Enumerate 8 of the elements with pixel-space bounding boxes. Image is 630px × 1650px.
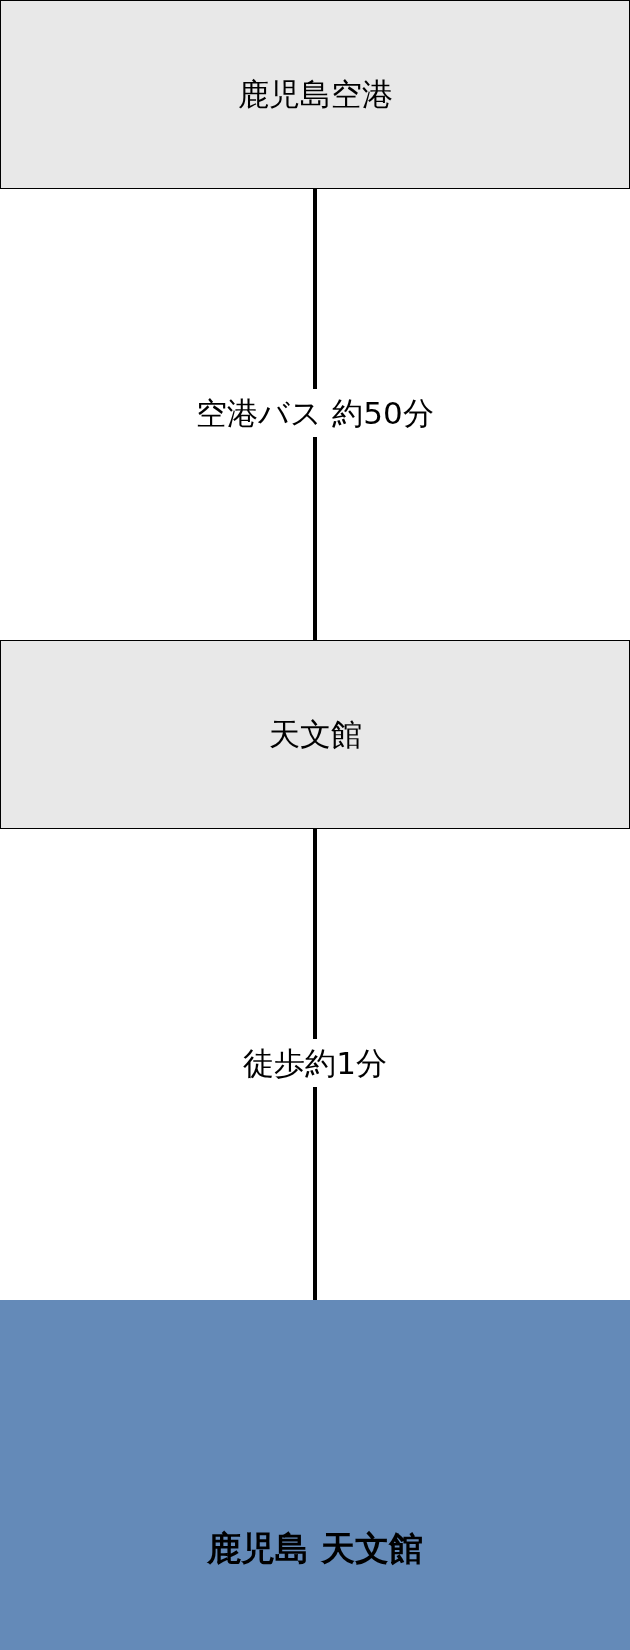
stop-name: 天文館 — [268, 714, 362, 754]
connector-line — [313, 829, 317, 1300]
destination-box — [0, 1300, 630, 1650]
stop-name: 鹿児島空港 — [237, 74, 393, 114]
stop-box — [0, 640, 630, 829]
connector-line — [313, 189, 317, 640]
stop-name: 鹿児島 天文館 — [207, 1527, 423, 1570]
stop-box — [0, 0, 630, 189]
